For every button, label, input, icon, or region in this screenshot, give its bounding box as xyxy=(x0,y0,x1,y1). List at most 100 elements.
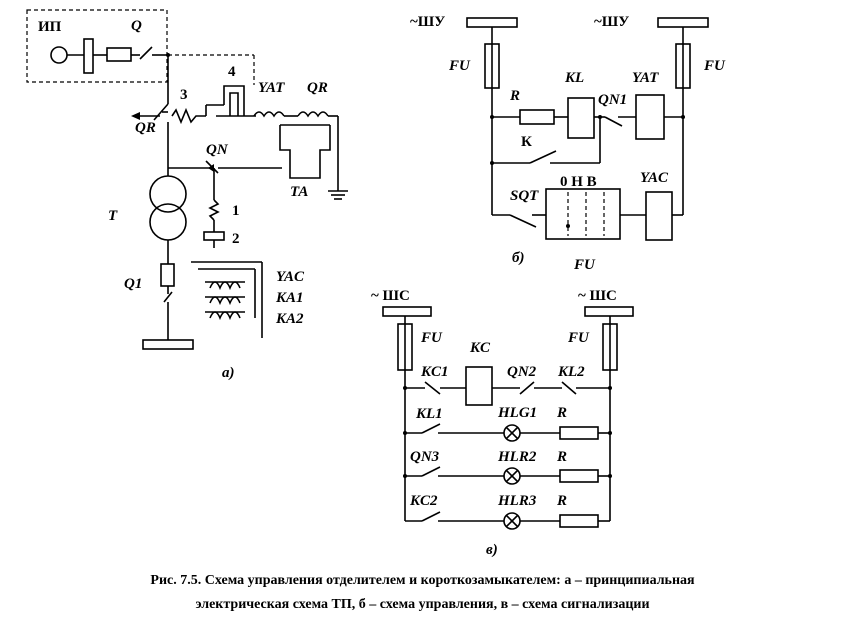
row-hlr2: QN3 HLR2 R xyxy=(405,449,610,485)
qr-top-label: QR xyxy=(307,80,328,96)
sqt-label: SQT xyxy=(510,188,539,204)
sub-label-a: а) xyxy=(222,365,235,381)
fu-switch-box xyxy=(545,188,621,240)
row-hlg1: KL1 HLG1 R xyxy=(405,405,610,442)
fu-right-label-b: FU xyxy=(703,58,726,74)
kl-label: KL xyxy=(564,70,584,86)
r1-label: R xyxy=(556,405,567,421)
yac-coil-a xyxy=(205,281,245,291)
qr-switch xyxy=(153,103,169,121)
qn2-label: QN2 xyxy=(507,364,537,380)
sub-label-b: б) xyxy=(512,250,524,266)
bus-left-b xyxy=(466,17,518,28)
yat-label-a: YAT xyxy=(258,80,285,96)
q1-breaker xyxy=(160,263,175,287)
yat-coil xyxy=(253,111,285,118)
q1-label: Q1 xyxy=(124,276,142,292)
ka2-label: KA2 xyxy=(275,311,304,327)
kc2-label: KC2 xyxy=(409,493,438,509)
fu-right-label-c: FU xyxy=(567,330,590,346)
qn3-label: QN3 xyxy=(410,449,440,465)
ka2-coil xyxy=(205,311,245,321)
num-3: 3 xyxy=(180,87,188,103)
bus-left-label-b: ~ШУ xyxy=(410,14,445,30)
source-circle xyxy=(50,46,68,64)
ka1-label: KA1 xyxy=(275,290,304,306)
r1-resistor xyxy=(559,426,599,440)
kl1-label: KL1 xyxy=(415,406,443,422)
ta-label: TA xyxy=(290,184,308,200)
num-2: 2 xyxy=(232,231,240,247)
bottom-bus xyxy=(142,339,194,350)
transformer-primary xyxy=(149,175,187,213)
row-hlr3: KC2 HLR3 R xyxy=(405,493,610,530)
source-label: ИП xyxy=(38,19,62,35)
q-resistor xyxy=(106,47,132,62)
q-switch xyxy=(139,46,153,60)
r3-resistor xyxy=(559,514,599,528)
fu-bottom-label-b: FU xyxy=(573,257,596,273)
transformer-secondary xyxy=(149,203,187,241)
qn3-contact xyxy=(421,466,441,477)
bus-right-b xyxy=(657,17,709,28)
bus-right-label-b: ~ШУ xyxy=(594,14,629,30)
kc-label: KC xyxy=(469,340,491,356)
kc1-contact xyxy=(424,381,441,395)
fuse-block xyxy=(83,38,94,74)
yat-coil-b xyxy=(635,94,665,140)
num-4: 4 xyxy=(228,64,236,80)
num-1: 1 xyxy=(232,203,240,219)
qn1-contact xyxy=(604,116,623,127)
caption-line-2: электрическая схема ТП, б – схема управл… xyxy=(195,597,650,612)
latch-4 xyxy=(223,85,245,116)
r-label-b: R xyxy=(509,88,520,104)
t-label: T xyxy=(108,208,118,224)
hlr3-label: HLR3 xyxy=(497,493,537,509)
fu-left-label-c: FU xyxy=(420,330,443,346)
yac-label-b: YAC xyxy=(640,170,669,186)
ka1-coil xyxy=(205,296,245,306)
caption-line-1: Рис. 7.5. Схема управления отделителем и… xyxy=(150,573,695,588)
k-label: К xyxy=(521,134,532,150)
kl2-label: KL2 xyxy=(557,364,585,380)
bus-left-label-c: ~ ШС xyxy=(371,288,410,304)
r-resistor-b xyxy=(519,109,555,125)
kl1-contact xyxy=(421,423,441,434)
diagram-b: ~ШУ ~ШУ FU FU R KL QN1 YAT К xyxy=(410,14,726,273)
q-label: Q xyxy=(131,18,142,34)
r2-label: R xyxy=(556,449,567,465)
diagram-a: ИП Q QR 3 4 YAT QR xyxy=(26,9,348,381)
qr-coil xyxy=(297,111,329,118)
sub-label-c: в) xyxy=(486,542,498,558)
yac-coil-b xyxy=(645,191,673,241)
qn-label-a: QN xyxy=(206,142,229,158)
kc-relay xyxy=(465,366,493,406)
bus-left-c xyxy=(382,306,432,317)
diagram-c: ~ ШС ~ ШС FU FU KC KC1 QN2 KL2 KL1 xyxy=(371,288,634,558)
qn1-label: QN1 xyxy=(598,92,627,108)
fu-left-label-b: FU xyxy=(448,58,471,74)
r2-resistor xyxy=(559,469,599,483)
onv-label: 0 Н В xyxy=(560,174,597,190)
ta-transformer xyxy=(279,125,331,179)
k-contact xyxy=(529,150,557,164)
kc1-label: KC1 xyxy=(420,364,449,380)
qr-left-label: QR xyxy=(135,120,156,136)
kl-relay xyxy=(567,97,595,139)
kl2-contact xyxy=(561,381,577,395)
bus-right-c xyxy=(584,306,634,317)
sqt-contact xyxy=(509,214,537,228)
hlg1-label: HLG1 xyxy=(497,405,537,421)
yat-label-b: YAT xyxy=(632,70,659,86)
hlr2-label: HLR2 xyxy=(497,449,537,465)
yac-label-a: YAC xyxy=(276,269,305,285)
r3-label: R xyxy=(556,493,567,509)
latch-2 xyxy=(203,231,225,241)
spring-3 xyxy=(171,107,206,125)
spring-1 xyxy=(208,199,220,221)
qn2-contact xyxy=(519,381,535,395)
kc2-contact xyxy=(421,511,441,522)
source-box xyxy=(26,9,168,83)
bus-right-label-c: ~ ШС xyxy=(578,288,617,304)
